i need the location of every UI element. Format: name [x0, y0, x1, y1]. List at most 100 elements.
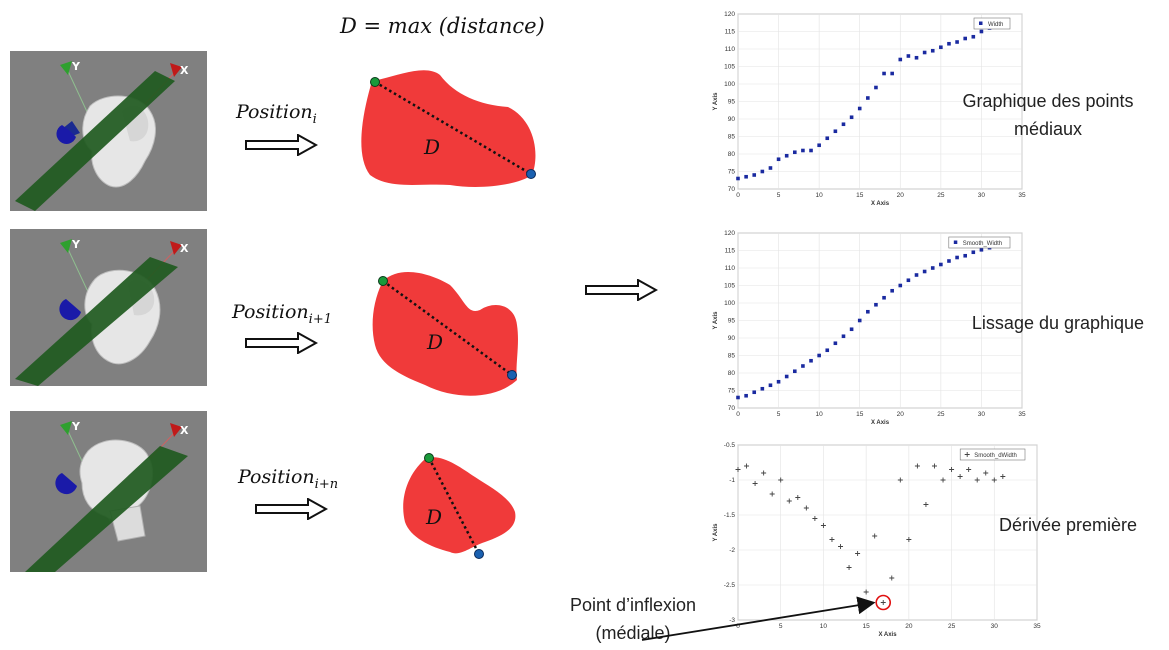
data-point: [979, 248, 984, 252]
y-tick-label: 115: [725, 29, 736, 36]
data-point: [849, 327, 854, 332]
legend-label: Smooth_dWidth: [974, 453, 1017, 459]
data-point: [957, 474, 963, 479]
y-tick-label: -0.5: [724, 442, 736, 449]
data-point: [906, 54, 911, 58]
data-point: [761, 470, 767, 476]
y-tick-label: 90: [728, 116, 736, 123]
3d-view-2: Y X: [10, 229, 207, 386]
data-point: [769, 491, 775, 497]
x-tick-label: 5: [777, 411, 781, 418]
data-point: [914, 463, 920, 469]
data-point: [752, 481, 758, 486]
data-point: [817, 143, 821, 148]
x-axis-marker: X: [180, 64, 189, 77]
legend-box: [973, 17, 1011, 30]
x-tick-label: 35: [1018, 192, 1026, 199]
x-tick-label: 20: [897, 192, 905, 199]
arrow-to-graphs: [585, 279, 658, 301]
data-point: [939, 262, 943, 267]
y-tick-label: -3: [729, 617, 735, 624]
data-point: [898, 283, 903, 288]
data-point: [889, 575, 895, 581]
y-tick-label: -2: [729, 547, 735, 554]
y-axis-label: Y Axis: [713, 311, 719, 330]
data-point: [744, 393, 748, 398]
y-tick-label: 80: [728, 370, 736, 377]
x-axis-label: X Axis: [871, 420, 890, 426]
y-tick-label: 75: [728, 388, 736, 395]
y-tick-label: -1: [729, 477, 735, 484]
y-axis-label: Y Axis: [713, 523, 719, 542]
y-tick-label: 105: [724, 64, 735, 71]
x-tick-label: 35: [1033, 623, 1041, 630]
x-tick-label: 10: [820, 623, 828, 630]
x-tick-label: 10: [816, 411, 824, 418]
arrow-right-1: [245, 134, 318, 156]
data-point: [914, 55, 919, 60]
y-tick-label: 75: [728, 169, 736, 176]
data-point: [736, 176, 740, 181]
x-tick-label: 25: [948, 623, 956, 630]
data-point: [940, 477, 946, 483]
inflexion-highlight-circle: [875, 594, 892, 611]
x-axis-marker: X: [180, 242, 189, 255]
y-axis-marker: Y: [72, 420, 80, 433]
data-point: [979, 29, 984, 34]
x-tick-label: 5: [779, 623, 783, 630]
data-point: [760, 386, 765, 391]
cross-section-2: [372, 272, 518, 396]
data-point: [846, 565, 852, 570]
y-tick-label: 110: [725, 46, 736, 53]
data-point: [752, 390, 757, 395]
data-point: [768, 166, 773, 170]
data-point: [817, 353, 821, 358]
data-point: [829, 537, 835, 542]
x-tick-label: 15: [856, 192, 864, 199]
data-point: [825, 136, 830, 141]
data-point: [801, 148, 805, 153]
distance-label-2: D: [427, 330, 444, 354]
y-tick-label: 90: [728, 335, 736, 342]
data-point: [809, 358, 813, 363]
data-point: [857, 318, 862, 323]
y-tick-label: 80: [728, 151, 736, 158]
y-tick-label: 70: [728, 405, 736, 412]
data-point: [872, 533, 878, 539]
x-tick-label: 5: [777, 192, 781, 199]
x-tick-label: 15: [856, 411, 864, 418]
data-point: [778, 477, 784, 483]
data-point: [833, 129, 838, 134]
data-point: [906, 537, 912, 542]
data-point: [809, 148, 813, 153]
data-point: [923, 502, 929, 507]
data-point: [930, 266, 935, 270]
data-point: [1000, 474, 1006, 479]
data-point: [880, 600, 886, 605]
data-point: [795, 495, 801, 500]
data-point: [812, 516, 818, 521]
data-point: [760, 169, 765, 174]
y-axis-marker: Y: [72, 238, 80, 251]
data-point: [882, 295, 886, 300]
x-tick-label: 30: [991, 623, 999, 630]
data-point: [949, 467, 955, 472]
data-point: [890, 288, 894, 293]
x-tick-label: 0: [736, 623, 740, 630]
data-point: [947, 41, 951, 46]
inflexion-label-line1: Point d’inflexion: [569, 595, 697, 615]
data-point: [963, 253, 967, 258]
legend-marker: [953, 240, 958, 244]
data-point: [955, 255, 959, 260]
data-point: [971, 34, 976, 39]
x-tick-label: 10: [816, 192, 824, 199]
data-point: [820, 523, 826, 528]
arrow-right-2: [245, 332, 318, 354]
data-point: [866, 96, 870, 100]
data-point: [874, 85, 878, 90]
data-point: [793, 150, 797, 155]
x-tick-label: 25: [937, 411, 945, 418]
y-tick-label: 100: [724, 300, 735, 307]
x-tick-label: 30: [978, 411, 986, 418]
